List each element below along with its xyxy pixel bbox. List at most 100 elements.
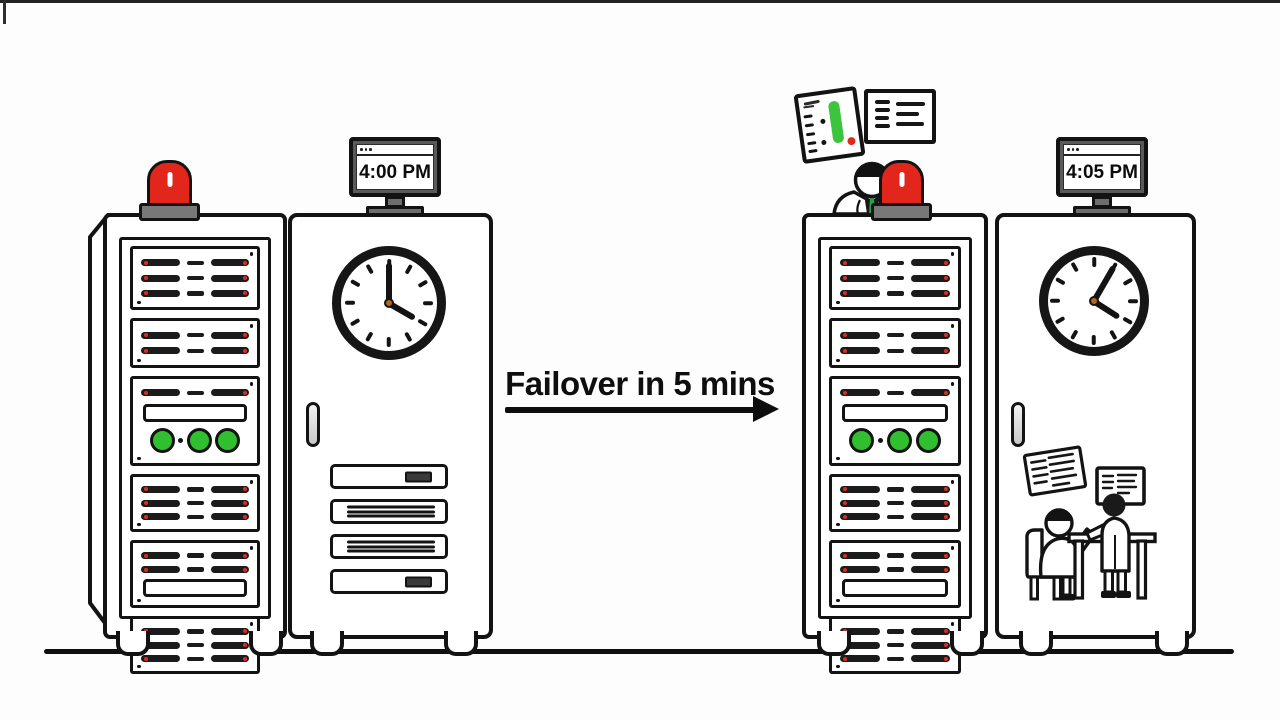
- text-line: [875, 124, 890, 128]
- server-blade-row: [141, 565, 249, 574]
- clock-tick: [417, 279, 428, 288]
- status-bar: [910, 655, 950, 663]
- clock-tick: [1070, 262, 1079, 273]
- vent-dash: [886, 629, 904, 634]
- status-bar: [141, 513, 180, 521]
- axis-tick: [804, 123, 814, 127]
- clock-tick: [1092, 335, 1096, 345]
- status-bar: [910, 552, 950, 559]
- vent-dash: [186, 275, 204, 281]
- titlebar-dot-icon: [1067, 148, 1070, 151]
- chart-card-icon: [1022, 445, 1088, 497]
- data-dot: [821, 139, 827, 146]
- vent-dash: [186, 500, 204, 506]
- status-bar: [910, 389, 950, 397]
- text-line: [896, 112, 919, 116]
- equipment-tray: [330, 534, 448, 559]
- clock-tick: [423, 301, 433, 305]
- status-bar: [210, 289, 249, 297]
- status-bar: [210, 627, 249, 635]
- operators-scene: [1022, 445, 1157, 601]
- clock-tick: [404, 264, 413, 275]
- vent-dash: [886, 487, 904, 492]
- clock-tick: [1122, 277, 1133, 286]
- titlebar-dot-icon: [1071, 148, 1074, 151]
- status-bar: [141, 259, 180, 267]
- server-blade-row: [840, 654, 950, 663]
- vent-dash: [886, 514, 904, 519]
- led-indicator-icon: [849, 428, 874, 454]
- server-blade-row: [141, 641, 249, 650]
- rack-unit: [829, 540, 961, 608]
- status-bar: [210, 389, 249, 397]
- led-strip: [141, 428, 249, 454]
- clock-tick: [404, 331, 413, 342]
- vent-dash: [186, 514, 204, 519]
- server-blade-row: [141, 331, 249, 340]
- rack-inner-frame: [119, 237, 271, 674]
- status-bar: [210, 499, 249, 507]
- vent-dash: [186, 260, 204, 265]
- clock-time-text: 4:05 PM: [1066, 161, 1138, 183]
- server-blade-row: [840, 274, 950, 283]
- green-status-bar: [827, 100, 845, 144]
- equipment-tray: [330, 499, 448, 524]
- server-blade-row: [840, 627, 950, 636]
- status-bar: [840, 499, 880, 507]
- vent-dash: [886, 260, 904, 265]
- status-bar: [141, 347, 180, 355]
- server-blade-row: [141, 258, 249, 267]
- status-bar: [141, 331, 180, 339]
- server-rack-right: [802, 213, 988, 674]
- alarm-highlight: [167, 172, 172, 187]
- vent-dash: [186, 656, 204, 661]
- cabinet-foot: [310, 631, 344, 656]
- server-blade-row: [840, 388, 950, 397]
- status-bar: [910, 331, 950, 339]
- led-indicator-icon: [150, 428, 175, 454]
- drive-slot: [143, 579, 247, 597]
- server-blade-row: [840, 565, 950, 574]
- alarm-base: [139, 203, 200, 221]
- tray-line: [347, 505, 435, 509]
- status-bar: [210, 641, 249, 649]
- rack-foot: [249, 631, 283, 656]
- status-bar: [840, 347, 880, 355]
- clock-minute-hand: [386, 263, 392, 303]
- drive-slot: [842, 403, 948, 422]
- monitor-base: [366, 206, 424, 216]
- status-bar: [141, 389, 180, 397]
- rack-unit: [130, 246, 260, 310]
- panel-dot: [178, 438, 184, 444]
- clock-tick: [350, 318, 361, 327]
- vent-dash: [186, 348, 204, 354]
- equipment-trays: [330, 464, 448, 594]
- vent-dash: [186, 291, 204, 296]
- vent-dash: [886, 500, 904, 506]
- status-bar: [840, 485, 880, 493]
- server-blade-row: [141, 512, 249, 521]
- monitor-frame: 4:05 PM: [1056, 137, 1148, 197]
- status-bar: [910, 499, 950, 507]
- vent-dash: [886, 348, 904, 354]
- rack-unit: [130, 474, 260, 532]
- server-blade-row: [141, 551, 249, 560]
- led-indicator-icon: [916, 428, 941, 454]
- clock-tick: [350, 279, 361, 288]
- status-bar: [840, 259, 880, 267]
- server-blade-row: [840, 331, 950, 340]
- status-bar: [210, 513, 249, 521]
- vent-dash: [886, 332, 904, 338]
- standing-operator: [1085, 493, 1131, 598]
- cabinet-foot: [1019, 631, 1053, 656]
- top-edge-line: [0, 0, 1280, 3]
- clock-tick: [1050, 299, 1060, 303]
- tray-line: [347, 540, 435, 544]
- tray-line: [347, 514, 435, 518]
- server-blade-row: [840, 641, 950, 650]
- server-blade-row: [141, 274, 249, 283]
- clock-tick: [1109, 329, 1118, 340]
- failover-caption: Failover in 5 mins: [505, 365, 775, 402]
- status-bar: [141, 499, 180, 507]
- window-titlebar: [1064, 145, 1140, 156]
